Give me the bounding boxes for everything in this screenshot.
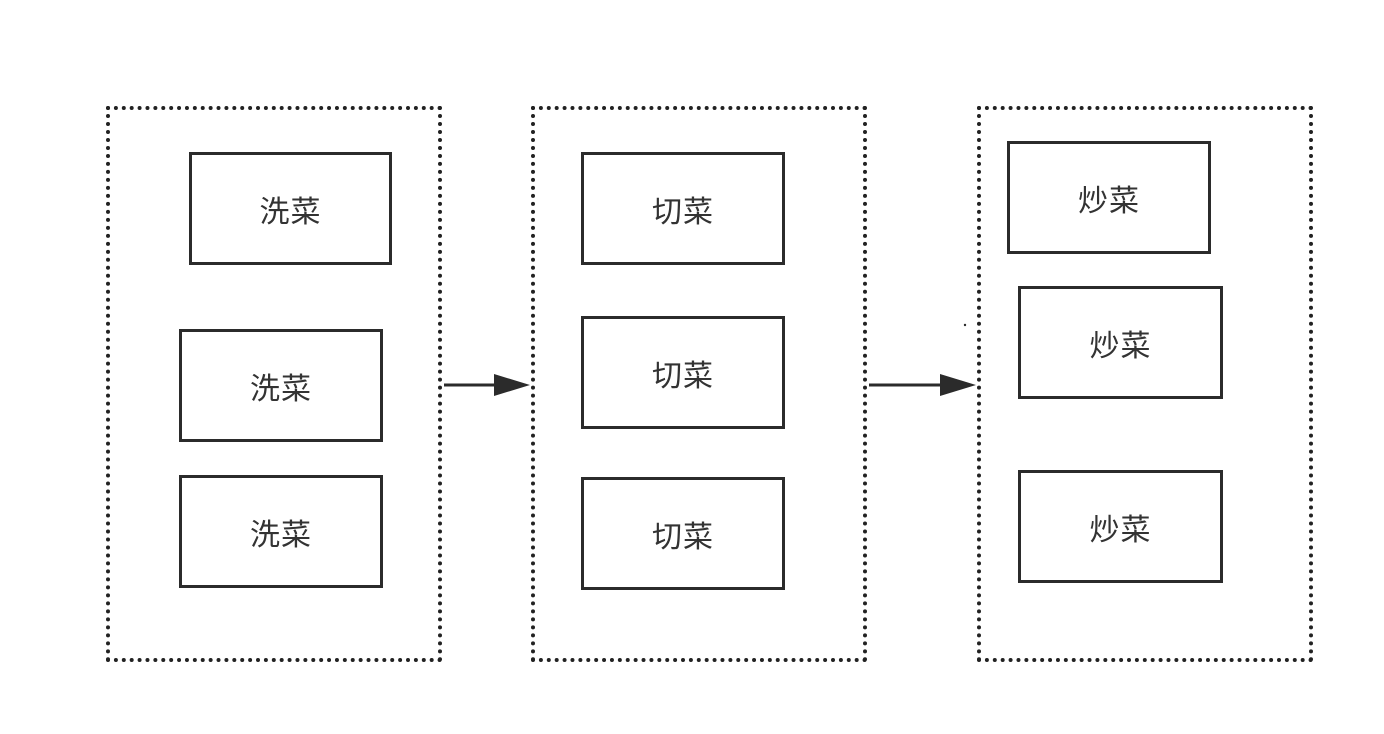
wash-step-box-1: 洗菜 bbox=[189, 152, 392, 265]
arrow-cut-to-fry bbox=[869, 374, 976, 396]
fry-step-box-1: 炒菜 bbox=[1007, 141, 1211, 254]
wash-step-label-2: 洗菜 bbox=[250, 371, 312, 407]
wash-step-box-2: 洗菜 bbox=[179, 329, 383, 442]
cut-step-box-3: 切菜 bbox=[581, 477, 785, 590]
fry-step-label-3: 炒菜 bbox=[1089, 512, 1152, 548]
cut-step-box-1: 切菜 bbox=[581, 152, 785, 265]
cut-step-label-1: 切菜 bbox=[652, 194, 714, 230]
cut-step-label-2: 切菜 bbox=[652, 358, 714, 394]
wash-step-label-3: 洗菜 bbox=[250, 517, 312, 553]
arrow-wash-to-cut bbox=[444, 374, 530, 396]
fry-step-box-3: 炒菜 bbox=[1018, 470, 1223, 583]
wash-step-label-1: 洗菜 bbox=[259, 194, 322, 230]
wash-step-box-3: 洗菜 bbox=[179, 475, 383, 588]
cut-step-label-3: 切菜 bbox=[652, 519, 714, 555]
cut-group-container bbox=[531, 106, 867, 662]
fry-step-box-2: 炒菜 bbox=[1018, 286, 1223, 399]
stray-dot bbox=[963, 323, 967, 327]
fry-group-container bbox=[977, 106, 1313, 662]
cut-step-box-2: 切菜 bbox=[581, 316, 785, 429]
wash-group-container bbox=[106, 106, 442, 662]
fry-step-label-2: 炒菜 bbox=[1089, 328, 1152, 364]
fry-step-label-1: 炒菜 bbox=[1078, 183, 1140, 219]
